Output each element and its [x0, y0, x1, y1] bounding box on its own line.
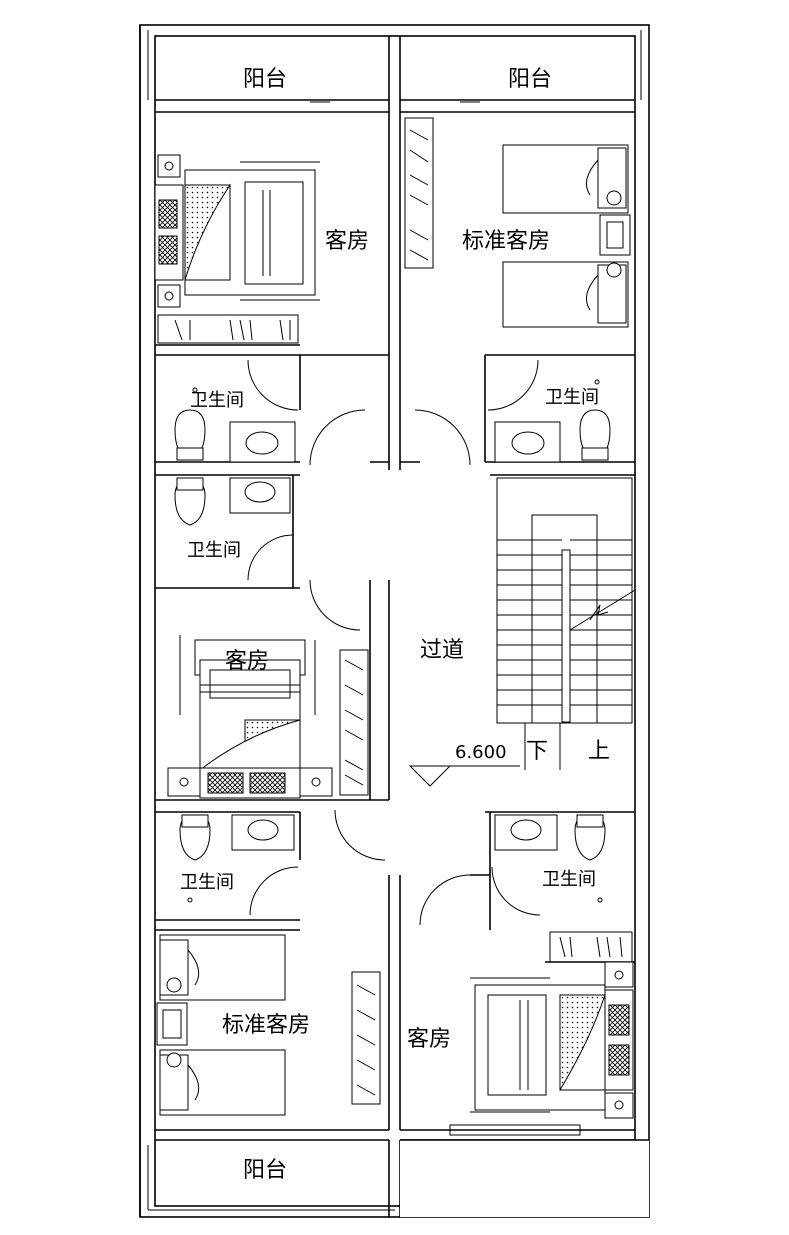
guest-room-top-left — [154, 154, 389, 356]
bath-4-label: 卫生间 — [180, 872, 234, 893]
bath-3-label: 卫生间 — [187, 540, 241, 561]
guest-room-mid-left-label: 客房 — [225, 649, 269, 674]
bath-row-1 — [155, 355, 635, 476]
guest-room-bottom-right-label: 客房 — [407, 1027, 451, 1052]
bath-1-label: 卫生间 — [190, 390, 244, 411]
bath-2-label: 卫生间 — [545, 387, 599, 408]
guest-room-top-left-label: 客房 — [325, 229, 369, 254]
corridor-label: 过道 — [420, 638, 464, 663]
level-marker — [408, 765, 520, 787]
corridor-doors — [309, 409, 471, 631]
standard-room-bottom-left — [156, 934, 381, 1116]
guest-room-mid-left — [155, 580, 390, 801]
staircase — [490, 474, 636, 770]
standard-room-top-right — [404, 117, 635, 356]
stair-up-label: 上 — [588, 739, 610, 764]
elevation-label: 6.600 — [455, 742, 507, 763]
balcony-bottom — [147, 1124, 649, 1217]
standard-room-top-right-label: 标准客房 — [462, 229, 550, 254]
balcony-top — [155, 36, 635, 470]
balcony-top-right-label: 阳台 — [508, 67, 552, 92]
balcony-top-left-label: 阳台 — [243, 67, 287, 92]
outer-walls — [139, 24, 650, 1218]
bath-5-label: 卫生间 — [542, 869, 596, 890]
standard-room-bottom-left-label: 标准客房 — [222, 1013, 310, 1038]
bath-row-2 — [155, 475, 300, 589]
guest-room-bottom-right — [470, 931, 635, 1119]
bath-row-3 — [155, 809, 635, 1130]
stair-down-label: 下 — [526, 739, 548, 764]
balcony-bottom-label: 阳台 — [243, 1158, 287, 1183]
